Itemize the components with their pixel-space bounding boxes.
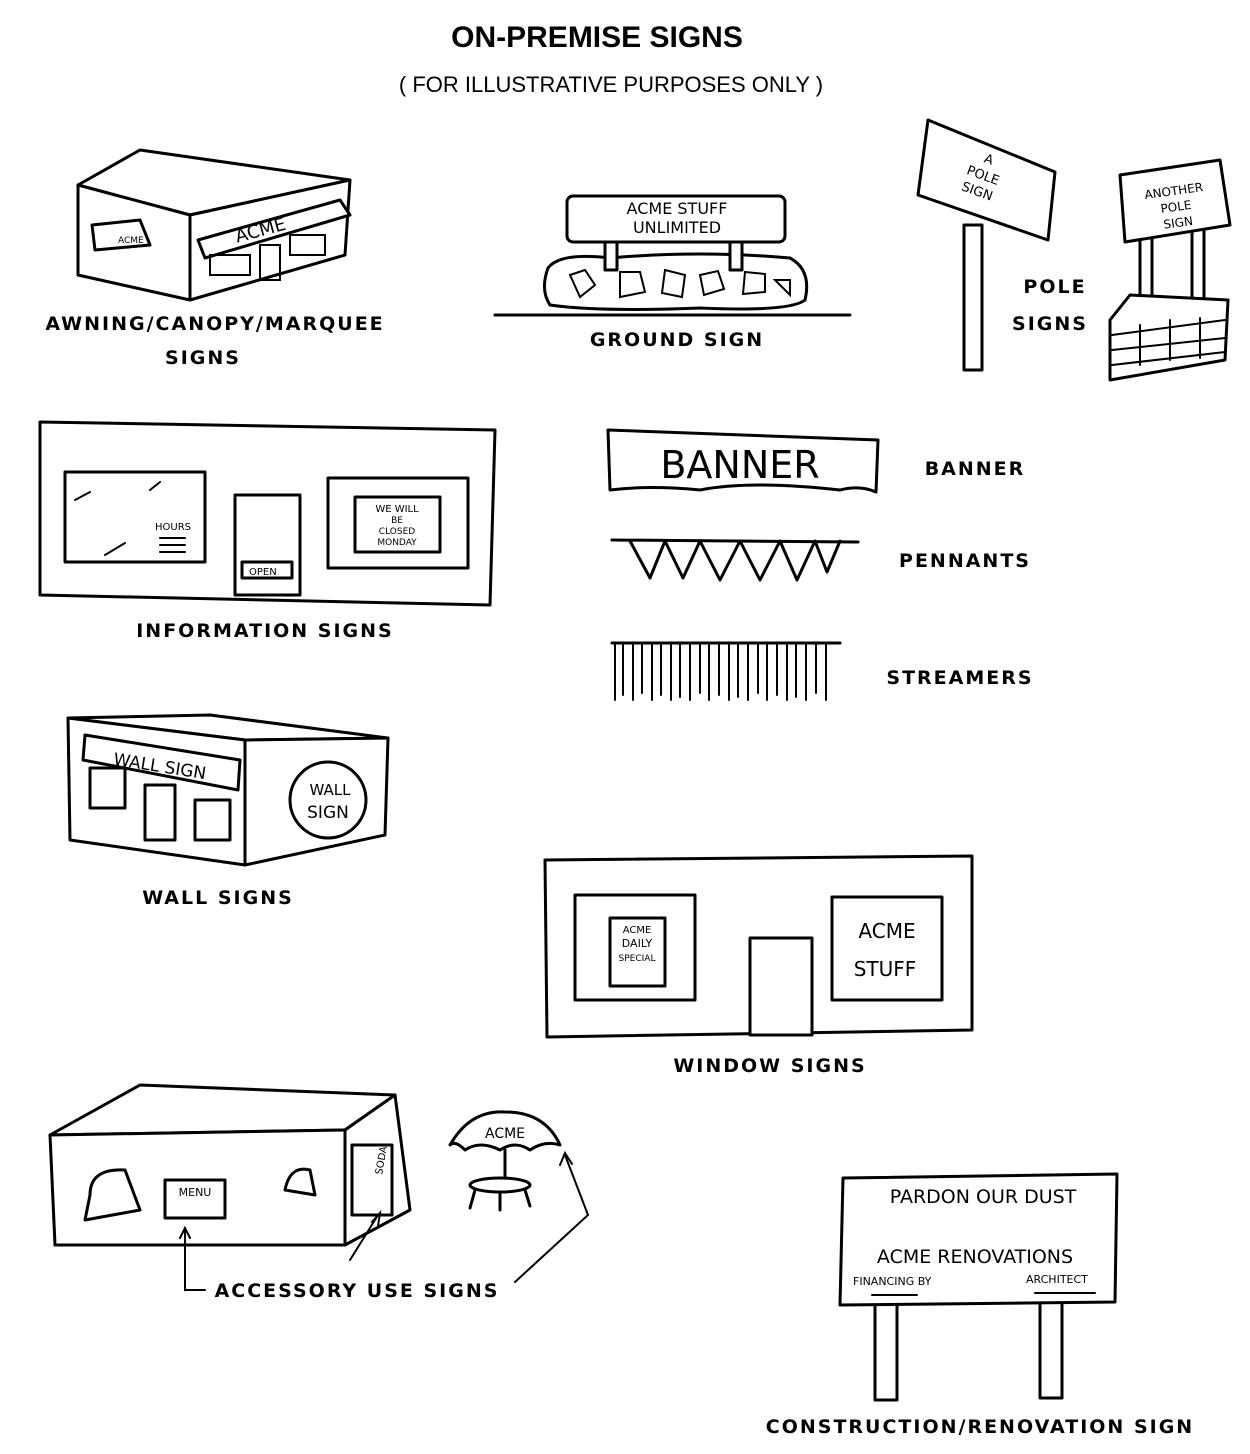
banner-illustration: BANNER xyxy=(606,428,880,494)
svg-text:SODA: SODA xyxy=(374,1145,390,1175)
svg-text:HOURS: HOURS xyxy=(155,522,191,533)
svg-text:ACME: ACME xyxy=(858,919,915,943)
svg-text:POLE: POLE xyxy=(1160,198,1193,216)
window-signs-label: WINDOW SIGNS xyxy=(673,1055,866,1077)
banner-label: BANNER xyxy=(925,458,1026,480)
pole-signs-illustration: A POLE SIGN ANOTHER POLE SIGN xyxy=(916,118,1232,382)
svg-text:DAILY: DAILY xyxy=(622,937,653,950)
svg-text:SIGN: SIGN xyxy=(307,803,349,823)
pole-signs-label-1: POLE xyxy=(1023,276,1086,298)
awning-label-2: SIGNS xyxy=(165,347,241,369)
pennants-illustration xyxy=(610,538,860,582)
svg-text:ACME: ACME xyxy=(118,236,144,246)
svg-text:WE WILL: WE WILL xyxy=(375,504,419,515)
svg-text:PARDON OUR DUST: PARDON OUR DUST xyxy=(890,1186,1077,1208)
svg-text:ACME: ACME xyxy=(485,1126,525,1142)
pennants-label: PENNANTS xyxy=(899,550,1031,572)
information-signs-illustration: HOURS OPEN WE WILL BE CLOSED MONDAY xyxy=(38,420,497,607)
svg-text:BE: BE xyxy=(391,516,403,526)
svg-text:MENU: MENU xyxy=(179,1186,212,1199)
svg-text:CLOSED: CLOSED xyxy=(379,527,415,537)
construction-sign-illustration: PARDON OUR DUST ACME RENOVATIONS FINANCI… xyxy=(838,1172,1119,1402)
wall-signs-label: WALL SIGNS xyxy=(142,887,294,909)
svg-text:ACME STUFF: ACME STUFF xyxy=(627,199,728,218)
accessory-signs-label: ACCESSORY USE SIGNS xyxy=(215,1280,500,1302)
streamers-illustration xyxy=(610,641,842,701)
svg-text:UNLIMITED: UNLIMITED xyxy=(633,218,721,237)
ground-sign-label: GROUND SIGN xyxy=(590,329,764,351)
awning-main xyxy=(196,198,352,260)
svg-text:SIGN: SIGN xyxy=(1163,214,1194,232)
wall-signs-illustration: WALL SIGN WALL SIGN xyxy=(66,713,390,867)
svg-text:WALL: WALL xyxy=(310,781,352,799)
information-signs-label: INFORMATION SIGNS xyxy=(136,620,394,642)
page-subtitle: ( FOR ILLUSTRATIVE PURPOSES ONLY ) xyxy=(399,72,823,97)
svg-text:OPEN: OPEN xyxy=(249,567,277,578)
svg-text:STUFF: STUFF xyxy=(854,957,917,981)
accessory-signs-illustration: MENU SODA ACME xyxy=(48,1083,590,1291)
svg-text:SPECIAL: SPECIAL xyxy=(619,954,656,964)
construction-sign-label: CONSTRUCTION/RENOVATION SIGN xyxy=(766,1416,1194,1438)
awning-small xyxy=(90,218,152,252)
svg-text:MONDAY: MONDAY xyxy=(377,538,417,548)
svg-text:ARCHITECT: ARCHITECT xyxy=(1026,1273,1088,1286)
window-signs-illustration: ACME DAILY SPECIAL ACME STUFF xyxy=(543,854,974,1039)
svg-text:ACME: ACME xyxy=(623,925,652,936)
awning-sign-illustration: ACME ACME xyxy=(76,148,352,302)
svg-text:BANNER: BANNER xyxy=(660,443,819,487)
streamers-label: STREAMERS xyxy=(886,667,1033,689)
ground-sign-illustration: ACME STUFF UNLIMITED xyxy=(493,194,852,317)
svg-text:FINANCING BY: FINANCING BY xyxy=(853,1275,932,1288)
awning-label-1: AWNING/CANOPY/MARQUEE xyxy=(45,313,384,335)
pole-signs-label-2: SIGNS xyxy=(1012,313,1088,335)
page-title: ON-PREMISE SIGNS xyxy=(451,21,743,54)
svg-text:ACME RENOVATIONS: ACME RENOVATIONS xyxy=(877,1246,1073,1268)
